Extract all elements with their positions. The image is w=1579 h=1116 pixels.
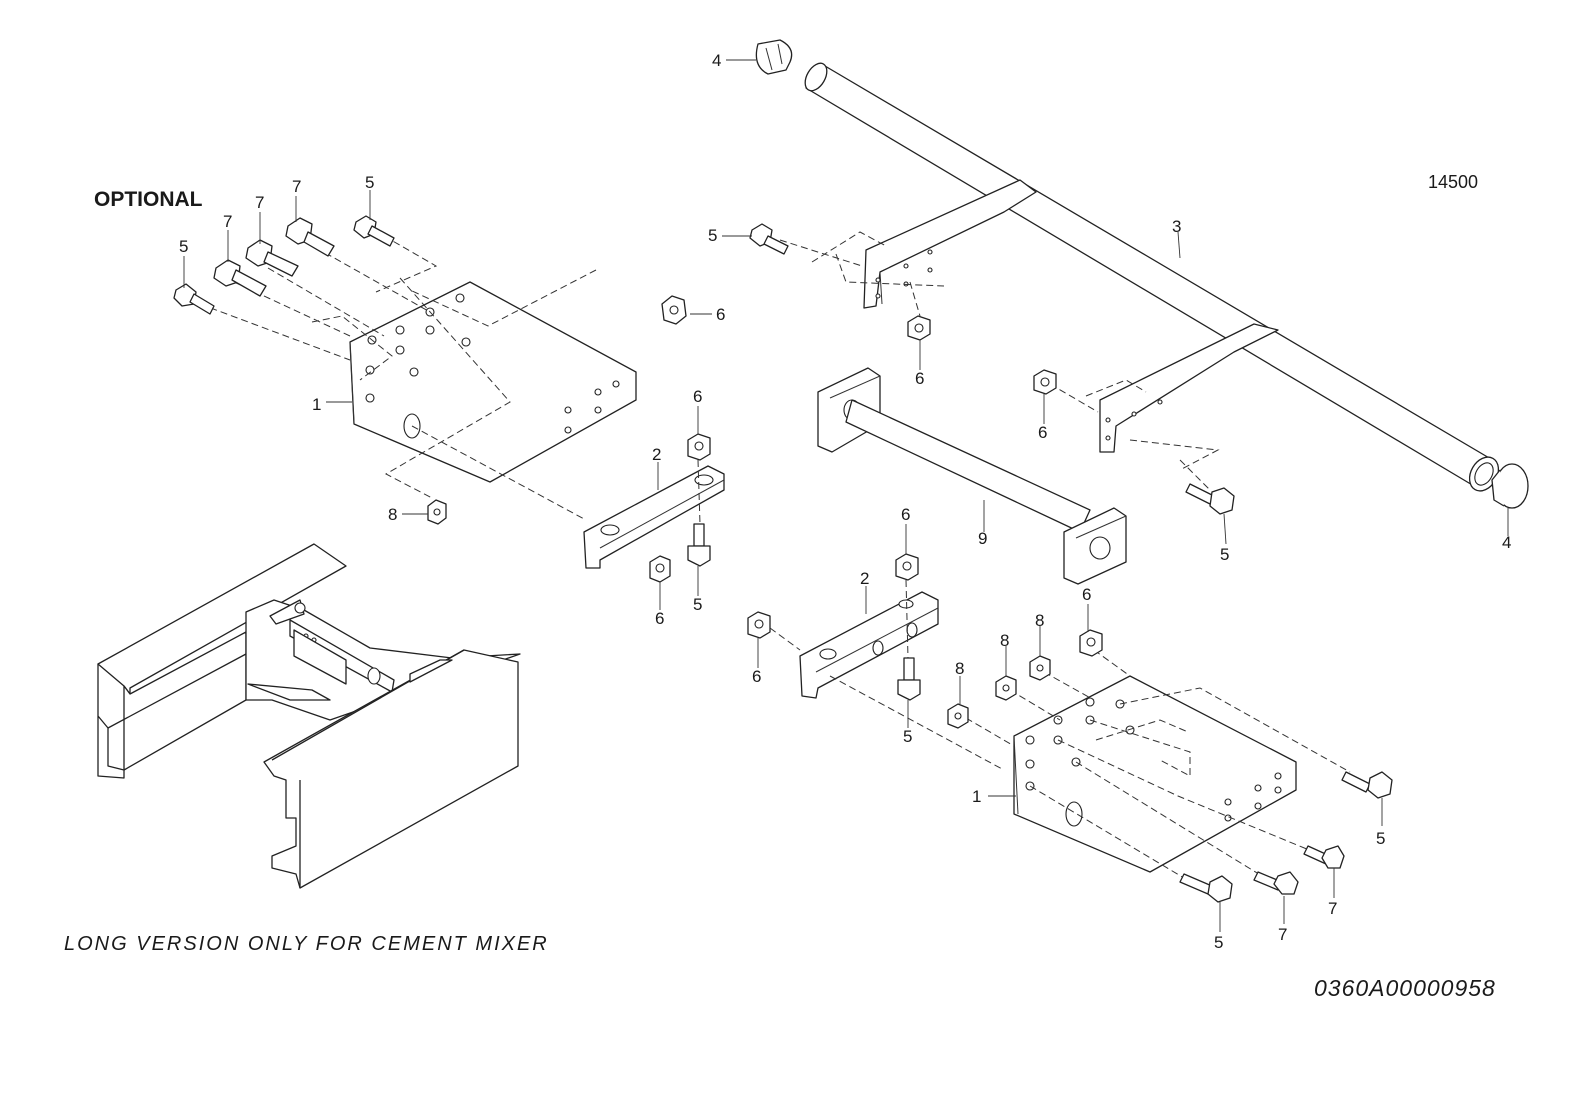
callout-8: 8	[1000, 631, 1009, 650]
callout-5: 5	[1376, 829, 1385, 848]
tube-bracket-right	[1099, 323, 1279, 453]
bolt-part-5-strap-upper	[687, 523, 711, 567]
callout-8: 8	[388, 505, 397, 524]
callout-5: 5	[179, 237, 188, 256]
caption: LONG VERSION ONLY FOR CEMENT MIXER	[64, 933, 549, 955]
callout-6: 6	[752, 667, 761, 686]
end-cap-part-4-top	[755, 39, 793, 75]
cross-bar-part-9	[817, 367, 1127, 585]
callout-7: 7	[223, 212, 232, 231]
optional-label: OPTIONAL	[94, 188, 203, 211]
document-number: 0360A00000958	[1314, 975, 1496, 1001]
nut-part-6-lower-left	[747, 611, 771, 639]
bolt-part-5-tube-left	[749, 223, 789, 255]
callout-6: 6	[901, 505, 910, 524]
callout-4: 4	[712, 51, 721, 70]
callout-2: 2	[860, 569, 869, 588]
nut-part-6-strap-bottom	[649, 555, 671, 583]
callout-1: 1	[312, 395, 321, 414]
bolt-part-7-lower-b	[1253, 871, 1299, 895]
callout-5: 5	[693, 595, 702, 614]
callout-6: 6	[1038, 423, 1047, 442]
callout-5: 5	[365, 173, 374, 192]
callout-6: 6	[1082, 585, 1091, 604]
bolt-part-7-lower-a	[1303, 845, 1345, 869]
mounting-plate-part-1-lower	[1013, 675, 1297, 873]
nut-part-6-lower-strap-top	[895, 553, 919, 581]
chassis-frame-illustration	[97, 543, 521, 889]
callout-2: 2	[652, 445, 661, 464]
bolt-part-5-b	[353, 215, 395, 247]
leader-lines	[183, 59, 1509, 932]
nut-part-8-upper	[427, 499, 447, 525]
nut-part-6-lower-plate	[1079, 629, 1103, 657]
callout-1: 1	[972, 787, 981, 806]
tube-bracket-left	[863, 179, 1037, 309]
callout-4: 4	[1502, 533, 1511, 552]
callout-labels: 4 7 5 7 7 5 5 3 6 6 1 6 6 2 8 9 5 4 6 5 …	[179, 51, 1511, 952]
callout-7: 7	[1278, 925, 1287, 944]
bolt-part-5-tube-right	[1185, 483, 1235, 515]
nut-part-8-a	[1029, 655, 1051, 681]
callout-6: 6	[716, 305, 725, 324]
nut-part-6-strap-top	[687, 433, 711, 461]
callout-5: 5	[903, 727, 912, 746]
bolt-part-5-a	[173, 283, 215, 315]
drawing-code: 14500	[1428, 172, 1478, 192]
callout-3: 3	[1172, 217, 1181, 236]
callout-8: 8	[1035, 611, 1044, 630]
callout-8: 8	[955, 659, 964, 678]
bolt-part-5-lower-a	[1341, 771, 1393, 799]
bolt-part-7-c	[285, 217, 335, 257]
end-cap-part-4-right	[1491, 463, 1529, 509]
bolt-part-5-lower-b	[1179, 873, 1233, 903]
callout-9: 9	[978, 529, 987, 548]
callout-7: 7	[292, 177, 301, 196]
nut-part-8-c	[947, 703, 969, 729]
callout-6: 6	[655, 609, 664, 628]
bolt-part-5-strap-lower	[897, 657, 921, 701]
callout-5: 5	[708, 226, 717, 245]
callout-7: 7	[1328, 899, 1337, 918]
strap-part-2-lower	[799, 591, 939, 699]
nut-part-6-upper	[661, 295, 687, 325]
callout-5: 5	[1214, 933, 1223, 952]
nut-part-6-tube-left	[907, 315, 931, 341]
mounting-plate-part-1-upper	[349, 281, 637, 483]
callout-6: 6	[693, 387, 702, 406]
callout-5: 5	[1220, 545, 1229, 564]
callout-7: 7	[255, 193, 264, 212]
nut-part-6-tube-right	[1033, 369, 1057, 395]
nut-part-8-b	[995, 675, 1017, 701]
strap-part-2-upper	[583, 465, 725, 569]
callout-6: 6	[915, 369, 924, 388]
